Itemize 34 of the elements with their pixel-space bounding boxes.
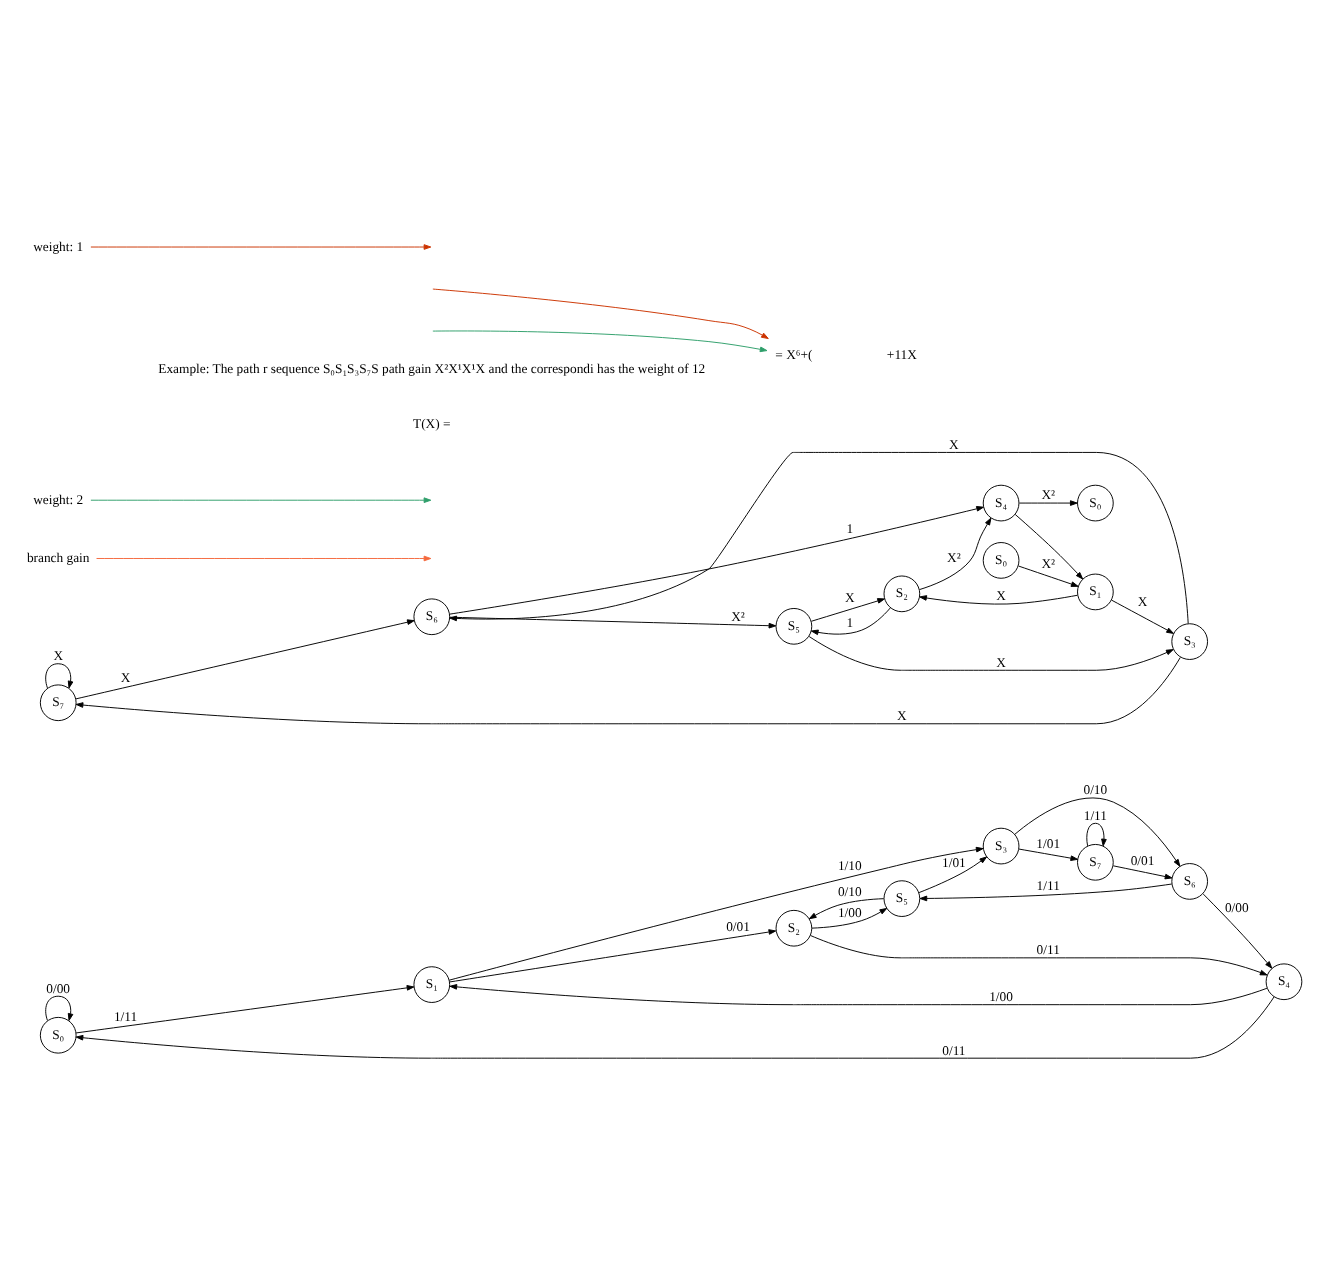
arrow <box>96 555 432 562</box>
arrow <box>1086 822 1107 847</box>
arrow <box>811 907 888 929</box>
arrow <box>75 619 415 700</box>
arrow <box>1111 599 1174 634</box>
arrow <box>1018 848 1079 861</box>
arrow <box>919 883 1173 902</box>
arrow <box>45 995 74 1021</box>
arrow <box>75 985 415 1034</box>
arrow <box>1202 893 1273 969</box>
arrow <box>810 607 891 636</box>
arrow <box>1112 865 1173 880</box>
arrow <box>808 898 885 920</box>
arrow <box>432 330 768 353</box>
arrow <box>449 984 1268 1006</box>
arrow <box>448 846 984 981</box>
arrow <box>810 935 1268 976</box>
arrow <box>75 996 1275 1059</box>
arrow <box>1014 514 1084 580</box>
arrow <box>810 598 885 622</box>
arrow <box>1018 500 1078 506</box>
arrow <box>45 663 74 689</box>
arrow <box>1014 797 1181 867</box>
arrow <box>1018 565 1079 587</box>
arrow <box>75 656 1181 725</box>
arrow <box>919 594 1078 605</box>
arrow <box>90 244 432 250</box>
arrow <box>449 929 777 983</box>
arrow <box>432 288 769 340</box>
arrow <box>919 517 992 591</box>
arrow <box>918 856 988 894</box>
arrow <box>449 506 984 615</box>
arrow <box>808 636 1174 671</box>
arrow <box>90 497 432 504</box>
